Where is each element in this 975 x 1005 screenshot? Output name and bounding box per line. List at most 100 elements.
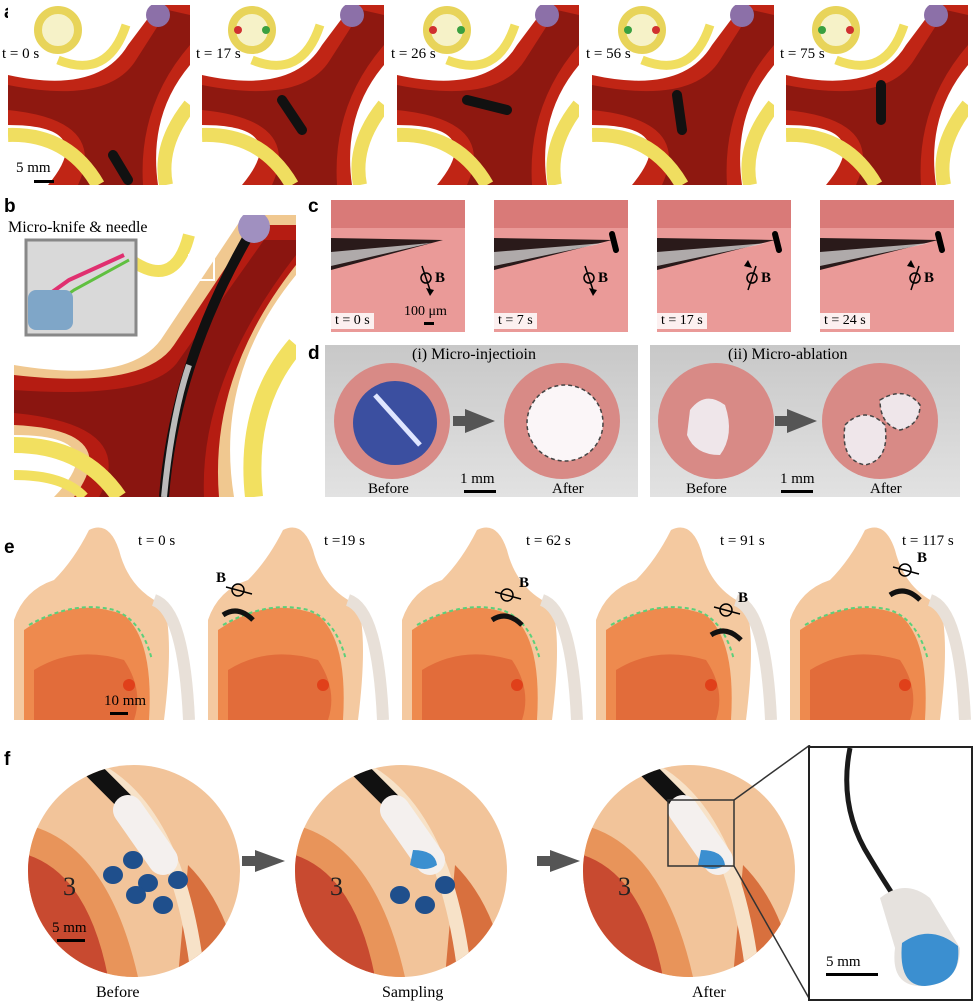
- panel-f-connector-lines: [667, 745, 811, 1001]
- magnet-dot: [652, 26, 660, 34]
- panel-c-frame: B: [331, 200, 465, 332]
- field-b-label: B: [917, 550, 927, 566]
- panel-d-left-scale-label: 1 mm: [460, 471, 495, 487]
- panel-a-frame: [8, 5, 190, 185]
- panel-f-frame: 3: [295, 765, 507, 977]
- panel-d-right-before: Before: [686, 481, 727, 497]
- robot-body: [709, 628, 743, 642]
- panel-d-graphics: [334, 363, 938, 479]
- panel-e-time-label: t = 0 s: [138, 533, 176, 549]
- field-b-label: B: [598, 270, 608, 286]
- panel-e-time-label: t = 62 s: [526, 533, 571, 549]
- panel-f-arrows: [242, 850, 580, 872]
- robot-body: [490, 613, 524, 627]
- robot-body: [221, 608, 255, 622]
- panel-d-right-scale-bar: [781, 490, 813, 493]
- panel-e-time-label: t =19 s: [324, 533, 365, 549]
- panel-a-frame: [202, 5, 384, 185]
- magnet-dot: [624, 26, 632, 34]
- panel-a-scale-label: 5 mm: [16, 160, 51, 176]
- panel-label-c: c: [308, 196, 319, 217]
- panel-a-time-label: t = 17 s: [196, 46, 241, 62]
- panel-label-e: e: [4, 537, 15, 558]
- panel-a-frame: [397, 5, 579, 185]
- panel-c-frame: B: [820, 200, 954, 332]
- panel-e-frame: B: [596, 520, 778, 720]
- panel-e-scale-label: 10 mm: [104, 693, 147, 709]
- blue-droplet: [126, 886, 146, 904]
- panel-c-frame: B: [494, 200, 628, 332]
- panel-d-left-before: Before: [368, 481, 409, 497]
- model-digit: 3: [618, 872, 631, 901]
- blue-droplet: [123, 851, 143, 869]
- field-b-label: B: [924, 270, 934, 286]
- panel-d-left-scale-bar: [464, 490, 496, 493]
- panel-d-left-title: (i) Micro-injectioin: [412, 346, 536, 363]
- magnet-dot: [457, 26, 465, 34]
- panel-e-frame: B: [208, 520, 390, 720]
- field-b-label: B: [435, 270, 445, 286]
- blue-droplet: [415, 896, 435, 914]
- field-b-label: B: [519, 575, 529, 591]
- probe-tip: [113, 795, 178, 875]
- panel-f-scale-bar: [57, 939, 85, 942]
- model-digit: 3: [63, 872, 76, 901]
- panel-f-inset-scale-bar: [826, 973, 878, 976]
- panel-c-time-label: t = 7 s: [494, 313, 537, 329]
- panel-f-inset-scale-label: 5 mm: [826, 954, 861, 970]
- panel-d-right-title: (ii) Micro-ablation: [728, 346, 848, 363]
- panel-e-frame: B: [402, 520, 584, 720]
- blue-droplet: [390, 886, 410, 904]
- magnet-dot: [262, 26, 270, 34]
- magnet-bar: [772, 231, 782, 253]
- panel-c-frame: B: [657, 200, 791, 332]
- panel-a-time-label: t = 56 s: [586, 46, 631, 62]
- panel-a-frame: [592, 5, 774, 185]
- panel-c-time-label: t = 17 s: [657, 313, 707, 329]
- panel-a-time-label: t = 0 s: [2, 46, 40, 62]
- panel-a-frame: [786, 5, 968, 185]
- panel-d-left-after: After: [552, 481, 584, 497]
- panel-a-scale-bar: [34, 180, 54, 183]
- panel-a-time-label: t = 75 s: [780, 46, 825, 62]
- magnet-dot: [846, 26, 854, 34]
- panel-f-inset-probe: [844, 748, 960, 987]
- panel-e-frame: [14, 520, 196, 720]
- field-b-label: B: [216, 570, 226, 586]
- panel-e-scale-bar: [110, 712, 128, 715]
- panel-c-scale-label: 100 μm: [404, 304, 447, 319]
- field-arrow: [744, 260, 752, 268]
- panel-label-d: d: [308, 343, 320, 364]
- panel-f-caption-before: Before: [96, 984, 140, 1001]
- panel-d-right-scale-label: 1 mm: [780, 471, 815, 487]
- panel-label-b: b: [4, 196, 16, 217]
- panel-f-scale-label: 5 mm: [52, 920, 87, 936]
- panel-c-time-label: t = 24 s: [820, 313, 870, 329]
- robot-body: [888, 588, 922, 602]
- panel-c-scale-bar: [424, 322, 434, 325]
- panel-e-time-label: t = 91 s: [720, 533, 765, 549]
- panel-b-image: [14, 215, 296, 497]
- magnet-dot: [429, 26, 437, 34]
- field-b-label: B: [738, 590, 748, 606]
- magnet-bar: [609, 231, 619, 253]
- panel-a-time-label: t = 26 s: [391, 46, 436, 62]
- panel-b-caption: Micro-knife & needle: [8, 219, 148, 236]
- panel-f-frame: 3: [28, 765, 240, 977]
- panel-e-time-label: t = 117 s: [902, 533, 954, 549]
- blue-droplet: [168, 871, 188, 889]
- magnet-dot: [234, 26, 242, 34]
- blue-droplet: [153, 896, 173, 914]
- model-digit: 3: [330, 872, 343, 901]
- panel-d-right-after: After: [870, 481, 902, 497]
- panel-f-caption-after: After: [692, 984, 726, 1001]
- magnet-dot: [818, 26, 826, 34]
- field-arrow: [426, 288, 434, 296]
- blue-droplet: [138, 874, 158, 892]
- panel-label-f: f: [4, 749, 11, 770]
- panel-e-frame: B: [790, 520, 972, 720]
- panel-c-time-label: t = 0 s: [331, 313, 374, 329]
- panel-f-inset: [808, 746, 973, 1001]
- field-arrow: [589, 288, 597, 296]
- blue-droplet: [103, 866, 123, 884]
